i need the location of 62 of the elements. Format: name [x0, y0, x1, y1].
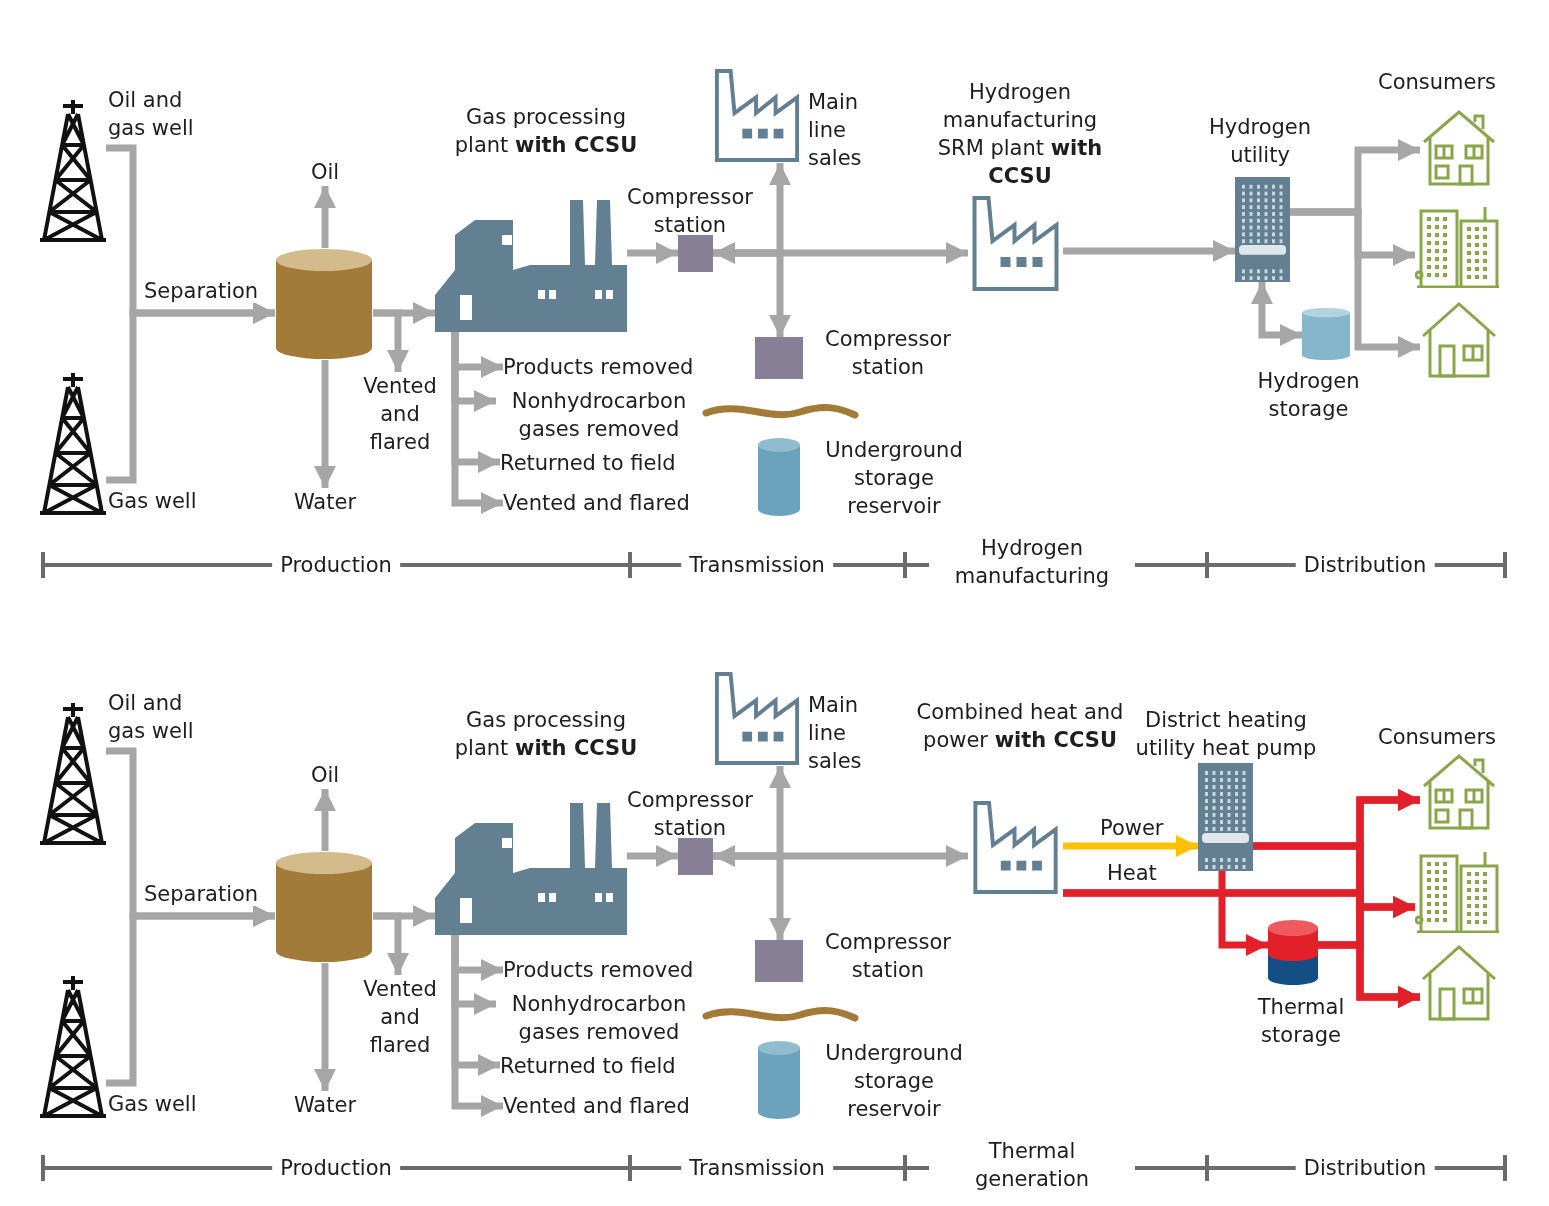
- node-caption: Hydrogen utility: [1207, 114, 1313, 169]
- separator-tank: [275, 248, 373, 360]
- house-icon: [1420, 943, 1498, 1021]
- node-caption: Gas processing plant with CCSU: [453, 707, 639, 762]
- node-caption: Compressor station: [824, 326, 952, 381]
- node-caption: Gas well: [108, 1091, 198, 1118]
- factory-drawing: [713, 68, 801, 163]
- output-label: Products removed: [503, 956, 733, 984]
- compressor-station-box: [755, 337, 803, 379]
- node-caption: Oil and gas well: [108, 87, 195, 142]
- output-label: Oil: [303, 158, 347, 186]
- group-label: Consumers: [1378, 69, 1497, 96]
- node-caption: Oil and gas well: [108, 690, 195, 745]
- output-label: Water: [283, 1091, 367, 1119]
- utility-building-drawing: [1198, 763, 1253, 871]
- output-label: Returned to field: [500, 449, 715, 477]
- flow-arrow: [627, 845, 678, 867]
- node-caption: Hydrogen manufacturing SRM plant with CCSU: [936, 79, 1104, 190]
- output-label: Oil: [303, 761, 347, 789]
- node-caption: Compressor station: [626, 787, 754, 842]
- storage-cylinder: [1302, 308, 1350, 360]
- node-caption: Underground storage reservoir: [824, 437, 964, 520]
- node-caption: Gas well: [108, 488, 198, 515]
- output-label: Vented and flared: [503, 1092, 728, 1120]
- oil-derrick-drawing: [40, 703, 106, 845]
- house-icon: [1420, 300, 1498, 378]
- oil-derrick-drawing: [40, 373, 106, 515]
- group-label: Consumers: [1378, 724, 1497, 751]
- node-caption: Compressor station: [824, 929, 952, 984]
- compressor-station-box: [678, 235, 713, 272]
- node-caption: Combined heat and power with CCSU: [915, 699, 1125, 754]
- output-label: Nonhydrocarbon gases removed: [496, 387, 702, 445]
- node-caption: Main line sales: [808, 89, 863, 172]
- node-caption: Hydrogen storage: [1256, 368, 1361, 423]
- separator-tank: [275, 851, 373, 963]
- output-label: Vented and flared: [503, 489, 728, 517]
- flow-arrow: [627, 242, 678, 264]
- factory-drawing: [713, 671, 801, 766]
- oil-derrick-drawing: [40, 976, 106, 1118]
- output-label: Products removed: [503, 353, 733, 381]
- output-label: Returned to field: [500, 1052, 715, 1080]
- output-label: Water: [283, 488, 367, 516]
- flow-arrow: [1251, 282, 1302, 346]
- output-label: Nonhydrocarbon gases removed: [496, 990, 702, 1048]
- storage-cylinder: [758, 438, 800, 516]
- node-caption: Compressor station: [626, 184, 754, 239]
- output-label: Vented and flared: [352, 372, 448, 458]
- house-icon: [1420, 108, 1498, 186]
- storage-cylinder: [758, 1041, 800, 1119]
- compressor-station-box: [678, 838, 713, 875]
- house-icon: [1420, 752, 1498, 830]
- compressor-station-box: [755, 940, 803, 982]
- oil-derrick-drawing: [40, 100, 106, 242]
- flow-arrow: [1218, 871, 1268, 956]
- node-caption: Thermal storage: [1256, 994, 1346, 1049]
- node-caption: Underground storage reservoir: [824, 1040, 964, 1123]
- node-caption: District heating utility heat pump: [1134, 707, 1318, 762]
- thermal-storage-tank: [1268, 920, 1318, 985]
- utility-building-drawing: [1235, 177, 1290, 282]
- node-caption: Gas processing plant with CCSU: [453, 104, 639, 159]
- node-caption: Main line sales: [808, 692, 863, 775]
- output-label: Vented and flared: [352, 975, 448, 1061]
